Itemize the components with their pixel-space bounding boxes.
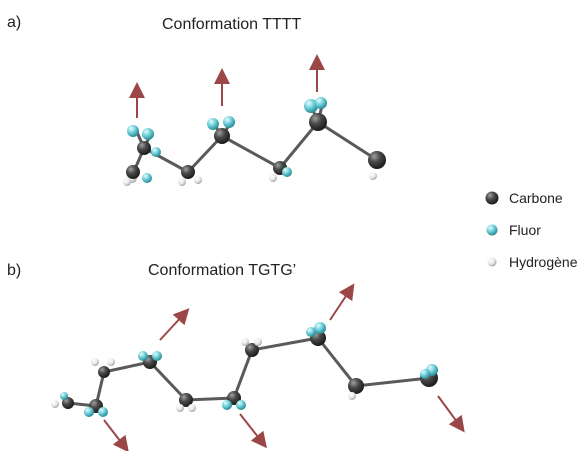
bonds-tttt (130, 104, 379, 178)
molecule-tgtg (51, 283, 465, 451)
hydrogen-atom-icon (487, 257, 497, 267)
panel-a-label: a) (7, 14, 22, 31)
atoms-tttt (123, 97, 386, 186)
legend-item-fluor: Fluor (485, 220, 541, 240)
legend-label-fluor: Fluor (509, 222, 541, 238)
panel-a-title: Conformation TTTT (162, 16, 302, 33)
atoms-tgtg (51, 322, 438, 417)
fluorine-atom-icon (486, 224, 498, 236)
legend-item-carbone: Carbone (485, 188, 563, 208)
legend-item-hydrogene: Hydrogène (485, 252, 578, 272)
molecule-tttt (123, 54, 386, 186)
legend-label-hydrogene: Hydrogène (509, 254, 578, 270)
panel-b-label: b) (7, 262, 22, 279)
dipole-arrows-tgtg (103, 283, 465, 451)
legend-label-carbone: Carbone (509, 190, 563, 206)
panel-b-title: Conformation TGTG’ (148, 262, 297, 279)
carbon-atom-icon (485, 191, 499, 205)
dipole-arrows-tttt (129, 54, 325, 118)
